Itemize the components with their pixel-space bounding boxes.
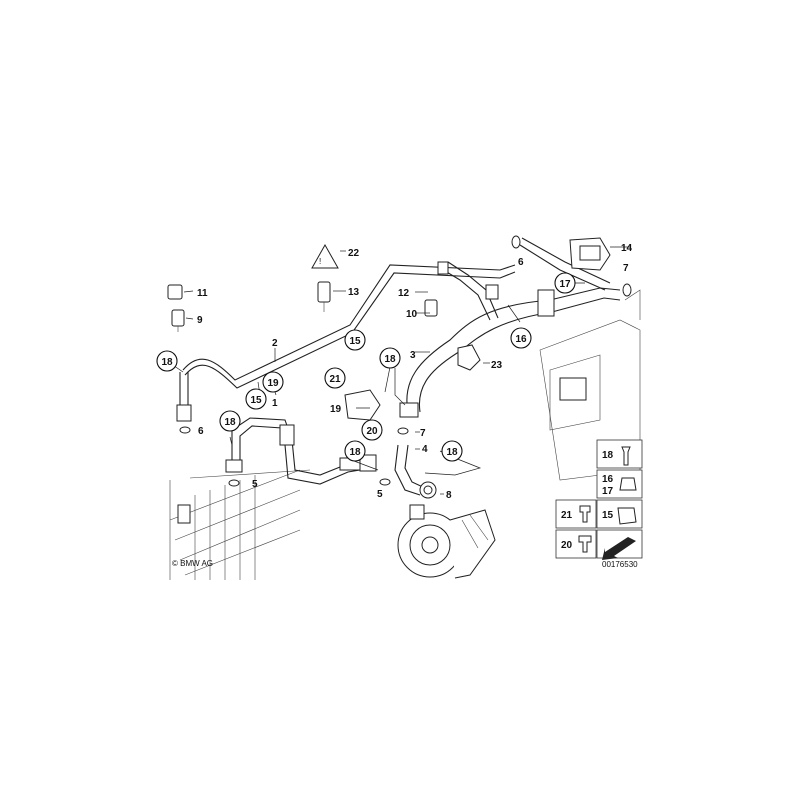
callout-23: 23 [491,360,503,371]
line-17 [519,237,611,291]
callout-19b: 19 [267,378,279,389]
callout-15a: 15 [250,395,262,406]
diagram-id: 00176530 [602,560,638,569]
part-13 [317,281,331,312]
callout-10: 10 [406,309,418,320]
callout-19a: 19 [330,404,342,415]
callout-6b: 6 [518,257,524,268]
oring-5b [379,478,391,486]
callout-6a: 6 [198,426,204,437]
oring-6b [511,235,521,249]
callout-9: 9 [197,315,203,326]
callout-16: 16 [515,334,527,345]
oring-5a [228,479,240,487]
callout-14: 14 [621,243,633,254]
callout-18a: 18 [161,357,173,368]
oring-7b [622,283,632,297]
callout-15b: 15 [349,336,361,347]
oring-6a [179,426,191,434]
callout-11: 11 [197,288,208,299]
part-23-clip [457,344,481,371]
line-1 [225,417,377,485]
part-21-bracket [344,389,381,421]
part-22-warning-label: ! [311,243,339,269]
legend-18: 18 [602,450,614,461]
callout-4: 4 [422,444,428,455]
callout-13: 13 [348,287,360,298]
oring-7a [397,427,409,435]
callout-5b: 5 [377,489,383,500]
callout-18d: 18 [349,447,361,458]
compressor [397,504,496,579]
legend-17: 17 [602,486,614,497]
fastener-legend: 18 16 17 15 21 20 00176530 [555,439,643,569]
callout-2: 2 [272,338,278,349]
callout-1: 1 [272,398,278,409]
legend-21: 21 [561,510,573,521]
legend-16: 16 [602,474,614,485]
callout-18c: 18 [384,354,396,365]
callout-17: 17 [559,279,571,290]
legend-20: 20 [561,540,573,551]
callout-7a: 7 [420,428,426,439]
callout-21: 21 [329,374,341,385]
legend-15: 15 [602,510,614,521]
engine-bay-component [539,289,641,481]
part-11 [167,284,183,300]
callouts: 11 9 22 13 2 1 6 5 19 3 7 4 5 8 12 10 23… [197,243,633,501]
part-10 [424,299,438,317]
callout-18b: 18 [224,417,236,428]
circled-callouts: 18 19 15 15 18 21 20 18 18 18 16 17 [156,272,576,462]
line-4 [394,444,437,499]
condenser [169,469,311,580]
part-14-bracket [569,237,611,271]
callout-8: 8 [446,490,452,501]
callout-7b: 7 [623,263,629,274]
callout-12: 12 [398,288,410,299]
line-left-vertical [176,372,192,422]
part-12 [437,261,449,275]
callout-5a: 5 [252,479,258,490]
svg-text:!: ! [319,257,321,266]
callout-20: 20 [366,426,378,437]
callout-22: 22 [348,248,360,259]
copyright: © BMW AG [172,559,213,568]
line-2 [182,264,516,389]
part-9 [171,309,185,332]
callout-18e: 18 [446,447,458,458]
callout-3: 3 [410,350,416,361]
line-upper-right [439,261,499,321]
